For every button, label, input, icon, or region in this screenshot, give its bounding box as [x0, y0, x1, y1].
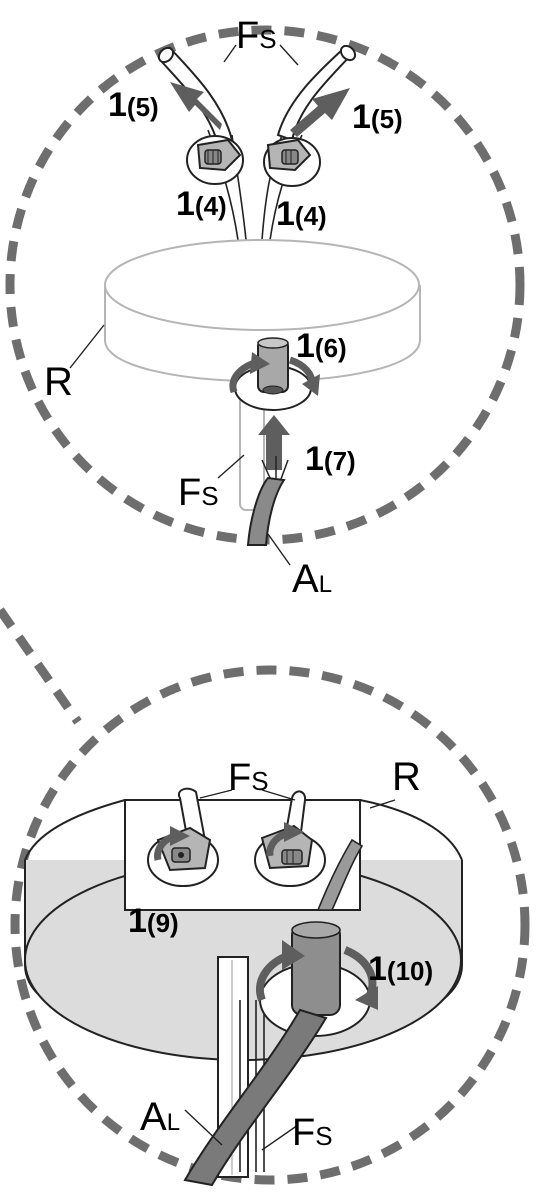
- fs-label-bottom-panel-bottom: FS: [292, 1112, 333, 1154]
- right-suspension-cable: [276, 48, 352, 142]
- step-1-7-label: 1(7): [305, 440, 356, 478]
- bottom-leader-lines: [184, 789, 396, 1151]
- cable-gland: [291, 921, 341, 1016]
- direction-arrow-icon: [258, 415, 290, 470]
- step-1-10-label: 1(10): [368, 950, 433, 988]
- cable-gland: [257, 337, 289, 395]
- top-leader-lines: [69, 44, 299, 566]
- step-1-9-label: 1(9): [128, 902, 179, 940]
- mains-cable: [183, 1008, 328, 1187]
- step-1-5-left-label: 1(5): [108, 86, 159, 124]
- fs-label-top: FS: [236, 15, 277, 57]
- step-1-4-right-label: 1(4): [276, 195, 327, 233]
- fs-label-bottom-top-panel: FS: [178, 472, 219, 514]
- direction-arrow-icon: [170, 82, 222, 130]
- step-1-5-right-label: 1(5): [352, 98, 403, 136]
- clamp-screw-icon: [263, 137, 321, 187]
- al-label-bottom: AL: [140, 1095, 180, 1139]
- step-1-4-left-label: 1(4): [176, 185, 227, 223]
- mains-cable: [246, 476, 286, 546]
- bottom-detail-dashed-circle: [10, 665, 530, 1185]
- top-detail-panel: FS 1(5) 1(5) 1(4) 1(4) 1(6) 1(7) R FS AL: [5, 15, 525, 601]
- al-label-top: AL: [292, 557, 332, 601]
- r-label-top: R: [44, 360, 73, 404]
- panel-connector-dash: [0, 607, 82, 725]
- r-label-bottom: R: [392, 755, 421, 799]
- clamp-screw-icon: [186, 135, 244, 185]
- step-1-6-label: 1(6): [296, 327, 347, 365]
- bottom-detail-panel: FS R 1(9) 1(10) AL FS: [10, 665, 530, 1187]
- fs-label-bottom-panel-top: FS: [228, 757, 269, 799]
- direction-arrow-icon: [290, 88, 350, 137]
